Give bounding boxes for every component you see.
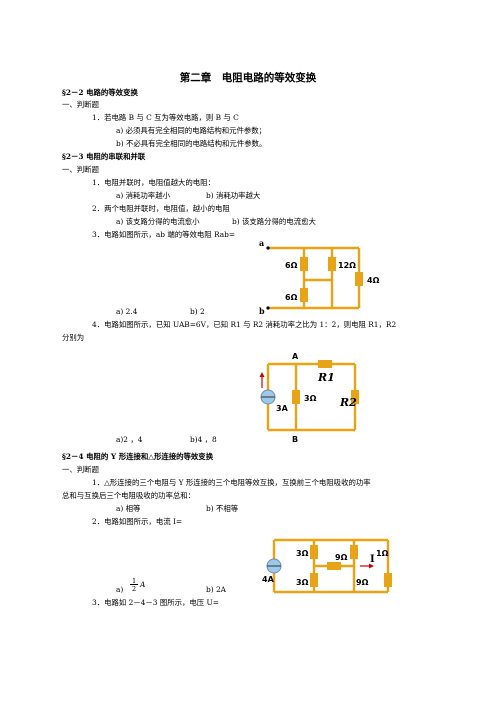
option-a: a) 相等 — [116, 504, 141, 513]
question-text: 2．两个电阻并联时，电阻值，越小的电阻 — [92, 204, 230, 213]
question-text: 1．电阻并联时，电阻值越大的电阻： — [92, 178, 215, 187]
resistor-r1 — [318, 360, 332, 368]
label-r2: 12Ω — [338, 261, 356, 270]
resistor-4-ohm — [355, 272, 363, 286]
option-a: a) 2.4 — [116, 307, 138, 316]
option-b: b) 2 — [190, 307, 205, 316]
resistor-r2 — [351, 390, 359, 404]
question-type: 一、判断题 — [62, 465, 99, 474]
resistor-12-ohm — [328, 257, 336, 271]
question-text: 3．电路如图所示，ab 端的等效电阻 Rab= — [92, 230, 236, 239]
label-r1: R1 — [317, 371, 335, 384]
question-text-cont: 总和与互换后三个电阻吸收的功率总和： — [62, 491, 196, 500]
option-b: b) 不必具有完全相同的电路结构和元件参数。 — [116, 139, 267, 148]
circuit-figure-r1-r2: A B R1 R2 3Ω 3A — [259, 352, 359, 444]
option-b: b) 该支路分得的电流愈大 — [232, 217, 316, 226]
option-a: a) 该支路分得的电流愈小 — [116, 217, 200, 226]
label-9-ohm-right: 9Ω — [356, 578, 369, 587]
option-b: b) 消耗功率越大 — [206, 191, 261, 200]
resistor-6-ohm-top — [300, 257, 308, 271]
circuit-figure-rab: a b 6Ω 12Ω 6Ω 4Ω — [259, 238, 380, 316]
label-r4: 4Ω — [367, 276, 380, 285]
label-b: b — [259, 306, 265, 316]
option-b: b) 2A — [206, 585, 227, 594]
question-type: 一、判断题 — [62, 165, 99, 174]
resistor-6-ohm-bottom — [300, 288, 308, 302]
resistor-3-ohm-top — [310, 545, 318, 559]
question-text: 3．电路如 2－4－3 图所示，电压 U= — [92, 598, 219, 607]
wires — [268, 246, 361, 310]
fraction-unit: A — [140, 580, 146, 589]
resistor-1-ohm — [350, 545, 358, 559]
question-text: 2．电路如图所示，电流 I= — [92, 517, 183, 526]
terminal-a — [266, 246, 270, 250]
resistor-9-ohm-right — [384, 573, 392, 587]
resistor-9-ohm-mid — [327, 562, 341, 570]
option-b: b) 不相等 — [206, 504, 239, 513]
option-a: a) 消耗功率越小 — [116, 191, 170, 200]
fraction-bar — [130, 584, 138, 585]
label-r1: 6Ω — [285, 261, 298, 270]
question-text: 1．若电路 B 与 C 互为等效电路，则 B 与 C — [92, 113, 239, 122]
question-type: 一、判断题 — [62, 100, 99, 109]
question-text: 1．△形连接的三个电阻与 Y 形连接的三个电阻等效互换，互换前三个电阻吸收的功率 — [92, 478, 371, 487]
label-9-ohm-mid: 9Ω — [335, 553, 348, 562]
label-3a: 3A — [276, 404, 289, 413]
label-r3: 6Ω — [285, 293, 298, 302]
resistor-3-ohm — [292, 390, 300, 404]
resistor-3-ohm-bottom — [310, 573, 318, 587]
circuit-figure-current-i: 4A 3Ω 9Ω 1Ω 3Ω 9Ω I — [262, 538, 392, 594]
label-3-ohm-top: 3Ω — [296, 549, 309, 558]
label-node-a: A — [292, 352, 299, 361]
terminal-b — [266, 306, 270, 310]
label-3-ohm: 3Ω — [304, 394, 317, 403]
option-b: b)4 ，8 — [190, 435, 217, 444]
label-4a: 4A — [262, 575, 275, 584]
label-current-i: I — [370, 554, 375, 565]
option-a: a) — [116, 585, 124, 594]
label-r2: R2 — [339, 396, 357, 409]
option-a: a)2 ，4 — [116, 435, 143, 444]
fraction-numerator: 1 — [132, 577, 137, 585]
label-3-ohm-bottom: 3Ω — [296, 578, 309, 587]
label-a: a — [259, 238, 264, 248]
question-text: 4．电路如图所示，已知 UAB=6V，已知 R1 与 R2 消耗功率之比为 1：… — [92, 320, 397, 329]
label-node-b: B — [292, 435, 298, 444]
question-text-cont: 分别为 — [62, 333, 85, 342]
section-heading-2-4: §2－4 电阻的 Y 形连接和△形连接的等效变换 — [62, 452, 214, 461]
fraction-denominator: 2 — [132, 585, 137, 593]
label-1-ohm: 1Ω — [376, 549, 389, 558]
chapter-title: 第二章 电阻电路的等效变换 — [179, 72, 317, 84]
section-heading-2-3: §2－3 电阻的串联和并联 — [62, 152, 146, 161]
option-a: a) 必须具有完全相同的电路结构和元件参数； — [116, 126, 267, 135]
section-heading-2-2: §2－2 电路的等效变换 — [62, 88, 138, 97]
